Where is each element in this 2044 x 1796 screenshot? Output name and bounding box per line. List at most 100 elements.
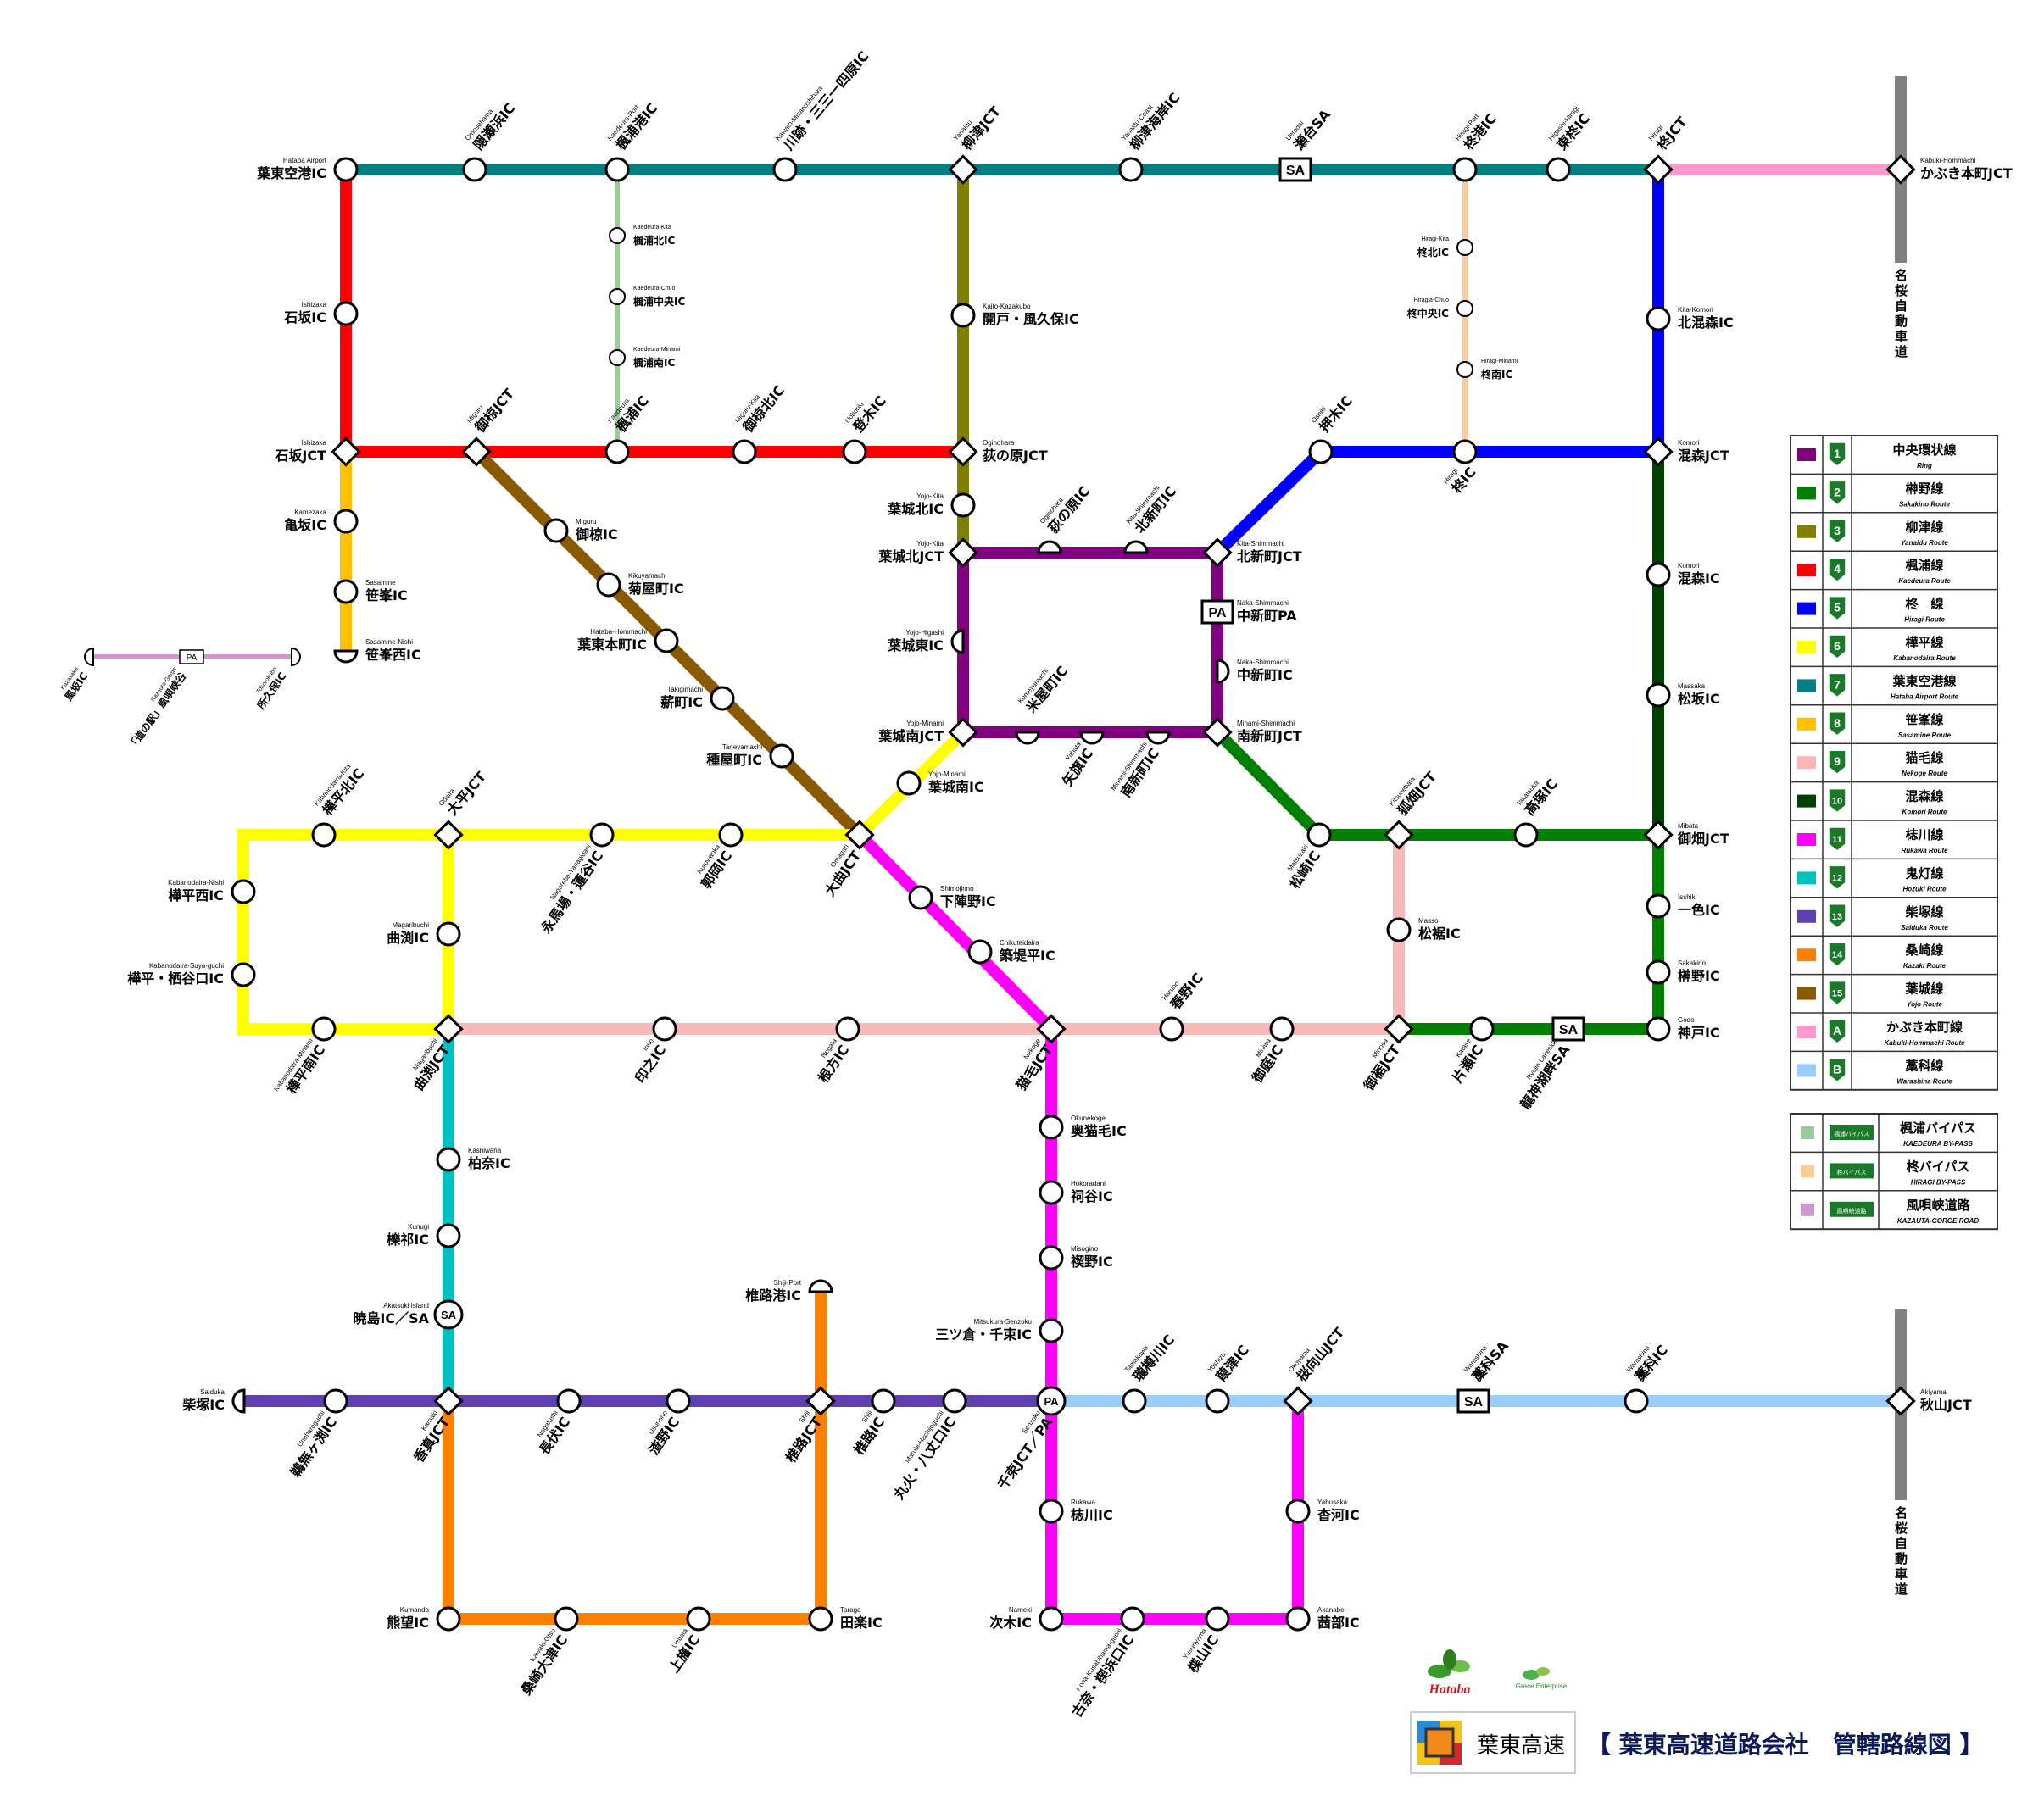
sa-marker-text: SA bbox=[1559, 1023, 1579, 1037]
station-name: 築堤平IC bbox=[999, 948, 1055, 964]
legend-swatch bbox=[1797, 448, 1816, 461]
ic-marker bbox=[436, 1223, 461, 1248]
station-romaji: Hataba Airport bbox=[283, 157, 327, 164]
kazauta-station-label: Kazauta-Gorge「道の駅」風唄峡谷 bbox=[125, 666, 189, 752]
ic-marker bbox=[772, 157, 798, 182]
route-number: 14 bbox=[1832, 950, 1843, 960]
legend-swatch bbox=[1801, 1126, 1814, 1139]
bypass-sign-icon bbox=[1830, 1125, 1874, 1140]
ic-marker bbox=[1039, 1606, 1064, 1632]
station-name: 古奈・楔浜口IC bbox=[1068, 1632, 1137, 1720]
route-number: 1 bbox=[1834, 447, 1841, 460]
station-name: 暁島IC／SA bbox=[353, 1310, 429, 1326]
ic-marker bbox=[871, 1388, 896, 1414]
ic-marker bbox=[842, 439, 867, 464]
station-romaji: Oginohara bbox=[983, 439, 1015, 447]
ic-marker bbox=[1308, 439, 1334, 464]
legend-route-name: 中央環状線 bbox=[1892, 442, 1956, 458]
legend-route-romaji: Komori Route bbox=[1902, 809, 1947, 816]
ic-marker bbox=[556, 1388, 582, 1414]
legend-swatch bbox=[1797, 948, 1816, 962]
ic-marker bbox=[596, 572, 621, 598]
station-romaji: Komori bbox=[1678, 439, 1700, 447]
station-name: 楓浦北IC bbox=[633, 234, 675, 247]
legend-route-name: 柴塚線 bbox=[1904, 904, 1943, 920]
ic-marker bbox=[950, 303, 976, 328]
station-name: 葉城南IC bbox=[927, 779, 984, 795]
